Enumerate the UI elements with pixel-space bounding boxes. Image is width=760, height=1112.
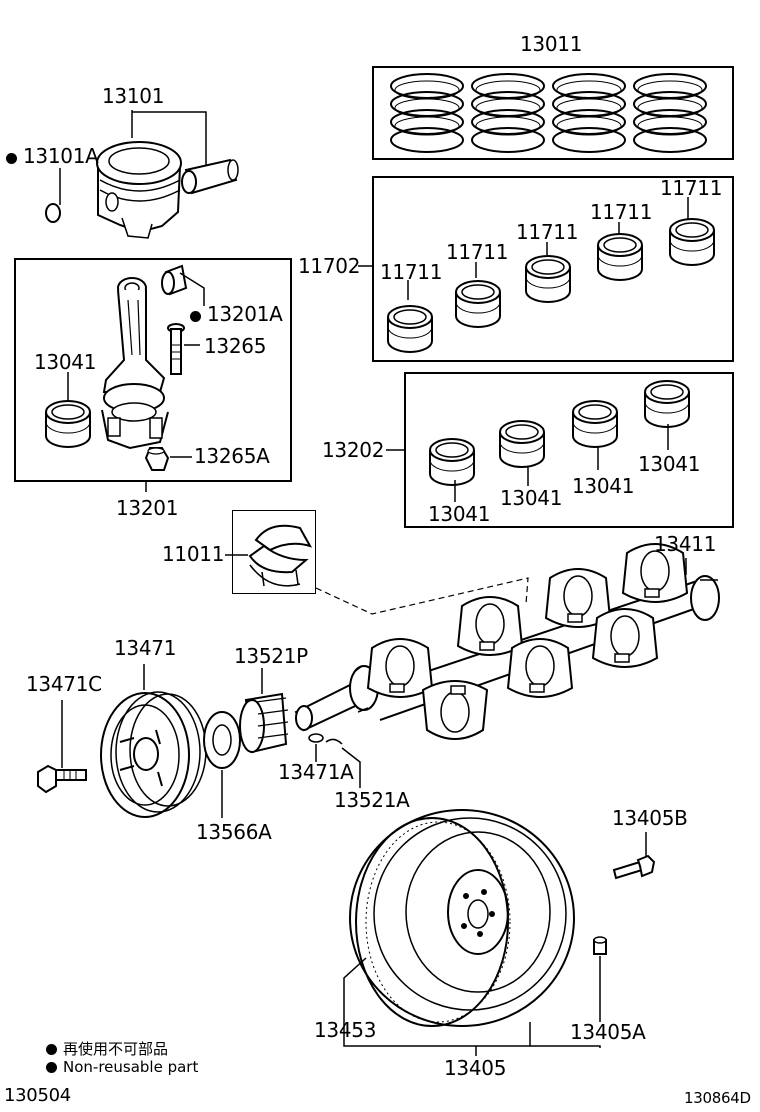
label-main-bearing-2: 11711 (446, 240, 509, 264)
label-crank-pulley: 13471 (114, 636, 177, 660)
piston-pin-illustration (182, 160, 238, 193)
flywheel-pin-illustration (594, 937, 606, 954)
label-rod-bolt: 13265 (204, 334, 267, 358)
label-thrust-washer: 11011 (162, 542, 225, 566)
label-piston-rings: 13011 (520, 32, 583, 56)
label-piston-set: 13101 (102, 84, 165, 108)
piston-rings-box (372, 66, 734, 160)
pulley-bolt-illustration (38, 766, 86, 792)
footer-left-code: 130504 (4, 1085, 71, 1106)
flywheel-illustration (350, 810, 574, 1026)
thrust-washer-box (232, 510, 316, 594)
non-reusable-dot-icon (46, 1044, 57, 1055)
label-flywheel-assy: 13405 (444, 1056, 507, 1080)
label-rod-bearing-1: 13041 (428, 502, 491, 526)
label-ring-gear: 13453 (314, 1018, 377, 1042)
label-main-bearing-3: 11711 (516, 220, 579, 244)
label-gear-key: 13521A (334, 788, 410, 812)
thrust-washer-illustration (250, 526, 310, 586)
label-pulley-washer: 13566A (196, 820, 272, 844)
pulley-washer-illustration (204, 712, 240, 768)
flywheel-bolt-illustration (614, 856, 654, 878)
label-main-bearing-4: 11711 (590, 200, 653, 224)
label-flywheel-pin: 13405A (570, 1020, 646, 1044)
label-main-bearings-set: 11702 (298, 254, 361, 278)
connecting-rod-illustration (102, 278, 168, 448)
crankshaft-illustration (296, 543, 719, 740)
non-reusable-dot-icon (6, 153, 17, 164)
label-main-bearing-5: 11711 (660, 176, 723, 200)
legend-english: Non-reusable part (46, 1058, 198, 1076)
rod-nut-illustration (146, 448, 168, 470)
label-timing-gear: 13521P (234, 644, 308, 668)
label-rod-nut: 13265A (194, 444, 270, 468)
rod-bearings-box (404, 372, 734, 528)
label-rod-bearing-3: 13041 (572, 474, 635, 498)
label-pulley-bolt: 13471C (26, 672, 102, 696)
timing-gear-illustration (240, 694, 288, 752)
label-connecting-rod-assy: 13201 (116, 496, 179, 520)
crank-pulley-illustration (101, 692, 206, 817)
label-rod-bearing-2: 13041 (500, 486, 563, 510)
label-rod-bearing-4: 13041 (638, 452, 701, 476)
ring-gear-illustration (356, 818, 510, 1026)
label-piston-pin-clip: 13101A (6, 146, 99, 166)
label-pulley-key: 13471A (278, 760, 354, 784)
label-flywheel-bolt: 13405B (612, 806, 688, 830)
label-rod-bearing-in-rod: 13041 (34, 350, 97, 374)
label-rod-bearings-set: 13202 (322, 438, 385, 462)
main-bearings-box (372, 176, 734, 362)
label-rod-bushing: 13201A (190, 304, 283, 324)
piston-illustration (97, 142, 181, 238)
footer-right-code: 130864D (684, 1089, 751, 1107)
rod-bolt-illustration (168, 324, 184, 374)
connecting-rod-box (14, 258, 292, 482)
non-reusable-dot-icon (190, 311, 201, 322)
legend-japanese: 再使用不可部品 (46, 1038, 168, 1059)
label-crankshaft: 13411 (654, 532, 717, 556)
label-main-bearing-1: 11711 (380, 260, 443, 284)
non-reusable-dot-icon (46, 1062, 57, 1073)
